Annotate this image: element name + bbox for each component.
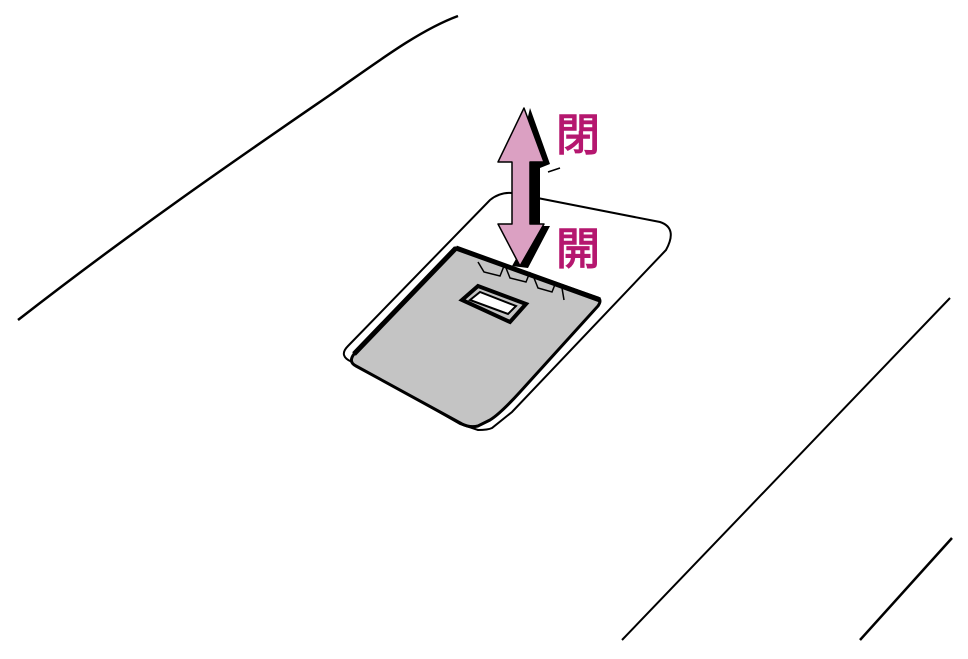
- close-label: 閉: [556, 110, 600, 161]
- hinge-tab: [533, 277, 557, 293]
- device-body-contour-corner: [859, 537, 953, 641]
- device-body-contour-left: [17, 14, 459, 321]
- cover-flap-front-edge: [352, 246, 458, 356]
- hinge-tab: [561, 287, 565, 301]
- open-label: 開: [556, 224, 600, 275]
- hinge-tab: [477, 261, 505, 277]
- cover-flap-top-edge: [455, 245, 601, 303]
- hinge-tab: [505, 267, 531, 283]
- cover-hinge-edge: [547, 167, 561, 173]
- device-body-contour-right: [621, 297, 951, 641]
- cover-grip-recess: [467, 290, 518, 316]
- open-close-arrow: [497, 107, 545, 267]
